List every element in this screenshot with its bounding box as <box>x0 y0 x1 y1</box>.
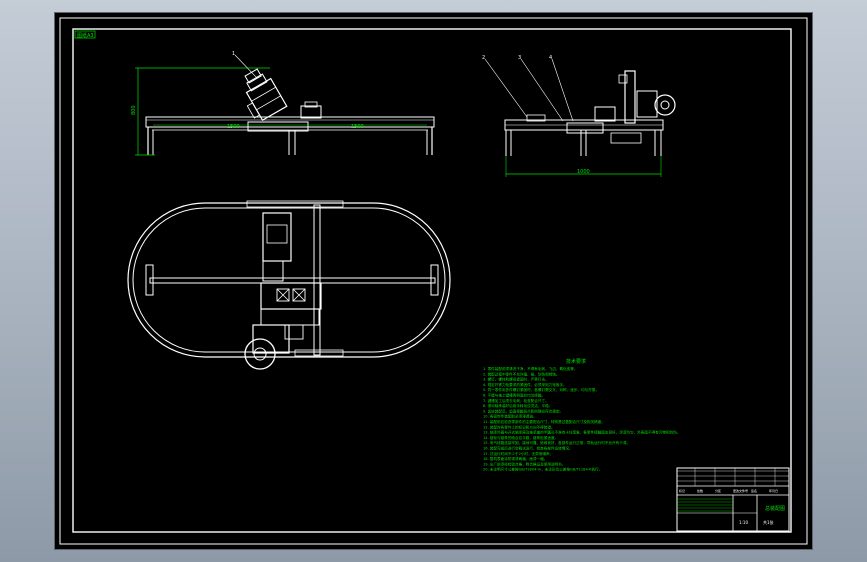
drawing-svg: 图纸A3 <box>59 17 808 545</box>
notes-line: 4. 规定拧紧力矩要求的紧固件，必须采用力矩扳手。 <box>483 382 567 387</box>
front-view-table-top <box>145 116 435 128</box>
leader-number-1: 1 <box>232 51 235 57</box>
front-view-span-left: 1500 <box>227 124 240 130</box>
title-block-sheet: 共1张 <box>763 519 774 525</box>
title-block-row-labels: 标记 处数 分区 更改文件号签名 年月日 <box>679 488 778 493</box>
front-view-motor <box>300 105 322 119</box>
notes-line: 11. 装配前应检查零部件的主要配合尺寸，特别是过盈配合尺寸及相关精度。 <box>483 419 605 424</box>
notes-line: 19. 出厂前须经检验合格，附合格证及使用说明书。 <box>483 461 565 466</box>
notes-line: 20. 未注明尺寸公差按GB/T1804-m，未注形位公差按GB/T1184-K… <box>483 467 602 472</box>
plan-view-crossbeam <box>149 277 436 284</box>
plan-view <box>127 200 451 370</box>
notes-line: 5. 同一零件用多件螺钉紧固时，各螺钉需交叉、对称、逐步、均匀拧紧。 <box>483 387 599 392</box>
side-view-clamp <box>526 114 546 122</box>
plan-view-bearing <box>284 324 304 340</box>
side-view-column-bracket <box>618 74 628 84</box>
side-view-leader-3 <box>520 58 564 122</box>
notes-line: 2. 装配过程中零件不允许磕、碰、划伤和锈蚀。 <box>483 371 559 376</box>
side-view-block <box>594 106 616 122</box>
notes-line: 7. 键槽加工后须去毛刺，检查配合尺寸。 <box>483 398 549 403</box>
plan-view-end-cap-right <box>430 264 439 296</box>
front-view-carriage <box>247 121 309 132</box>
notes-line: 14. 链轮与链条的啮合应平稳，链条松紧适度。 <box>483 435 558 440</box>
title-block: 总装配图 1:10 共1张 标记 处数 分区 更改文件号签名 年月日 <box>676 467 790 532</box>
side-view-width-dim: 1000 <box>577 169 590 175</box>
notes-title: 技术要求 <box>566 358 586 365</box>
title-block-row-label: 标记 <box>679 488 685 493</box>
notes-line: 6. 平键与轴上键槽两侧面应均匀接触。 <box>483 393 545 398</box>
plan-view-track-outer <box>127 202 451 358</box>
plan-view-rail-clamp <box>246 200 344 208</box>
notes-line: 12. 装配时各零件上的标记和方向不得装错。 <box>483 424 555 429</box>
notes-line: 15. 电气线路连接牢固，接地可靠，绝缘良好，各部件运行正常，导轨运行时不允许有… <box>483 440 630 445</box>
side-view-leader-2 <box>484 58 528 118</box>
notes-line: 3. 螺钉、螺栓和螺母紧固时，严禁打击。 <box>483 377 549 382</box>
title-block-grid <box>677 468 789 512</box>
notes-line: 18. 整机表面涂防锈漆两遍，面漆一遍。 <box>483 456 547 461</box>
notes-line: 1. 零件装配前须清洗干净，不得有毛刺、飞边、氧化皮等。 <box>483 366 577 371</box>
plan-view-rail-clamp <box>294 349 344 357</box>
front-view-leader-1 <box>234 54 258 79</box>
title-block-row-label: 签名 <box>751 488 757 493</box>
notes-line: 16. 装配完成后进行空载试运行，检查各部件运转情况。 <box>483 446 573 451</box>
title-block-scale: 1:10 <box>739 520 748 525</box>
front-view-span-right: 1500 <box>351 124 364 130</box>
leader-number-2: 2 <box>482 55 485 61</box>
front-view: 800 1500 1500 1 <box>131 51 435 156</box>
front-view-motor-cap <box>304 101 318 108</box>
plan-view-cross-box <box>292 288 306 302</box>
notes-line: 13. 轴承外圈与开式轴承座及轴承盖的半圆孔不准有卡住现象，各零件接触面应良好，… <box>483 430 680 435</box>
sheet-stamp-label: 图纸A3 <box>77 32 94 39</box>
plan-view-end-cap-left <box>145 264 154 296</box>
notes-line: 8. 滚动轴承装好后用手转动应灵活、平稳。 <box>483 403 552 408</box>
plan-view-blade-hub <box>253 347 267 361</box>
side-view-carriage <box>566 122 604 134</box>
side-view-motor <box>636 90 658 118</box>
title-block-row-label: 更改文件号 <box>733 488 748 493</box>
front-view-cutting-head <box>244 68 288 122</box>
plan-view-support <box>260 308 320 326</box>
sheet-stamp-box <box>74 30 96 39</box>
drawing-canvas[interactable]: 图纸A3 <box>55 13 812 549</box>
side-view-saw-blade <box>654 94 676 116</box>
notes-lines: 1. 零件装配前须清洗干净，不得有毛刺、飞边、氧化皮等。2. 装配过程中零件不允… <box>483 366 680 472</box>
plan-view-cross-box <box>276 288 290 302</box>
plan-view-blade <box>244 338 276 370</box>
title-block-row-label: 处数 <box>697 488 703 493</box>
side-view-column <box>624 70 636 124</box>
side-view-leader-4 <box>551 58 574 122</box>
title-block-row-label: 分区 <box>715 488 721 493</box>
plan-view-gear-box <box>262 260 284 282</box>
side-view: 2 3 4 1000 <box>482 55 676 177</box>
front-view-height-dim: 800 <box>131 105 137 115</box>
technical-notes: 技术要求 1. 零件装配前须清洗干净，不得有毛刺、飞边、氧化皮等。2. 装配过程… <box>483 358 680 472</box>
inner-drawing-frame <box>72 28 792 533</box>
plan-view-long-rail <box>313 204 321 356</box>
plan-view-carriage <box>260 282 322 310</box>
leader-number-4: 4 <box>549 55 552 61</box>
plan-view-housing-detail <box>266 224 288 244</box>
side-view-blade-hub <box>660 100 670 110</box>
notes-line: 9. 齿轮装配后，齿面接触斑点和侧隙应符合规定。 <box>483 408 563 413</box>
notes-line: 17. 试运行时间不少于2小时，无异常噪声。 <box>483 451 553 456</box>
title-block-row-label: 年月日 <box>769 488 778 493</box>
title-block-drawing-name: 总装配图 <box>765 505 785 512</box>
notes-line: 10. 各密封件装配前必须浸透油。 <box>483 414 537 419</box>
plan-view-track-inner <box>132 207 446 353</box>
side-view-base-block <box>610 132 642 144</box>
outer-sheet-border <box>59 17 808 545</box>
leader-number-3: 3 <box>518 55 521 61</box>
